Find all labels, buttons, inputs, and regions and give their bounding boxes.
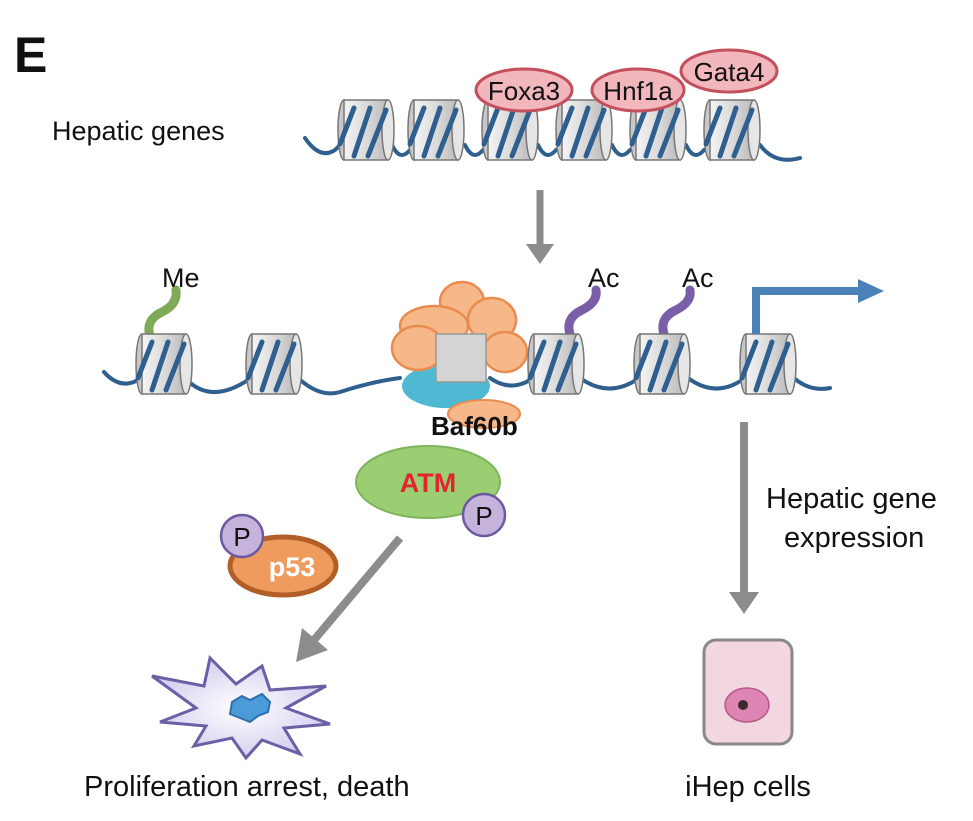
displaced-nucleosome xyxy=(435,333,487,383)
expression-label-line1: Hepatic gene xyxy=(766,483,937,515)
baf60b-subunit xyxy=(447,399,521,429)
factor-hnf1a-label: Hnf1a xyxy=(603,76,673,106)
ihep-cell xyxy=(702,638,794,746)
hepatic-genes-label: Hepatic genes xyxy=(52,116,225,146)
factor-hnf1a: Hnf1a xyxy=(590,67,686,113)
baf60b-label: Baf60b xyxy=(431,411,518,441)
top-nucleosome xyxy=(629,99,687,161)
middle-nucleosome xyxy=(135,333,193,395)
atm-kinase: ATM xyxy=(355,445,501,519)
atm-phospho-group: P xyxy=(461,492,507,538)
methyl-mark xyxy=(144,285,181,341)
top-chromatin xyxy=(303,99,802,162)
factor-foxa3: Foxa3 xyxy=(474,67,574,113)
middle-chromatin: Me Ac Ac xyxy=(102,263,884,429)
top-nucleosome xyxy=(407,99,465,161)
remodeling-complex xyxy=(390,280,529,429)
fragmented-nucleus xyxy=(228,692,272,724)
factor-foxa3-label: Foxa3 xyxy=(488,76,560,106)
p53-label: p53 xyxy=(269,552,316,582)
acetyl-label-1: Ac xyxy=(588,263,620,293)
middle-dna-strand xyxy=(102,370,832,396)
cell-death-burst xyxy=(151,654,331,761)
factor-gata4-label: Gata4 xyxy=(694,57,765,87)
outcome-right-label: iHep cells xyxy=(685,771,811,803)
middle-nucleosome xyxy=(633,333,691,395)
middle-nucleosome xyxy=(739,333,797,395)
panel-letter: E xyxy=(14,27,47,83)
ihep-nucleolus xyxy=(738,700,748,710)
top-nucleosome xyxy=(703,99,761,161)
arrow-to-arrest xyxy=(296,535,404,662)
outcome-left-label: Proliferation arrest, death xyxy=(84,771,410,803)
top-nucleosome xyxy=(337,99,395,161)
down-arrow-top xyxy=(526,190,554,264)
methyl-label: Me xyxy=(162,263,200,293)
factor-gata4: Gata4 xyxy=(679,48,779,94)
acetyl-mark-1 xyxy=(564,285,601,339)
down-arrow-right xyxy=(729,422,759,614)
atm-label: ATM xyxy=(400,468,456,498)
top-nucleosome xyxy=(555,99,613,161)
p53-phospho-group: P xyxy=(219,513,265,559)
middle-nucleosome xyxy=(527,333,585,395)
p53-phospho-label: P xyxy=(233,522,250,552)
remodeler-subunit xyxy=(481,330,529,374)
top-dna-strand xyxy=(303,136,802,162)
atm-phospho-label: P xyxy=(475,501,492,531)
middle-nucleosome xyxy=(245,333,303,395)
acetyl-mark-2 xyxy=(658,285,695,339)
acetyl-label-2: Ac xyxy=(682,263,714,293)
expression-label-line2: expression xyxy=(784,522,924,554)
transcription-start-arrow xyxy=(752,279,884,334)
